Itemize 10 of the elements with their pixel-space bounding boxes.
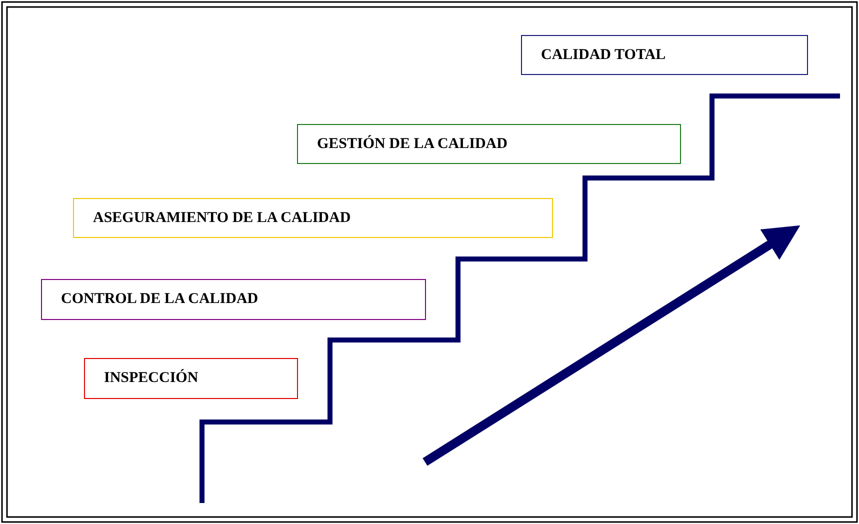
- stage-label: ASEGURAMIENTO DE LA CALIDAD: [93, 210, 351, 226]
- stage-box: [73, 198, 553, 238]
- stage-box: [297, 124, 681, 164]
- stage-label: GESTIÓN DE LA CALIDAD: [317, 136, 508, 152]
- stage-label: INSPECCIÓN: [104, 370, 198, 387]
- stage-box: [84, 358, 298, 399]
- stage-label: CALIDAD TOTAL: [541, 46, 666, 64]
- stage-label: CONTROL DE LA CALIDAD: [61, 291, 258, 308]
- stage-box: [521, 35, 808, 75]
- stage-box: [41, 279, 426, 320]
